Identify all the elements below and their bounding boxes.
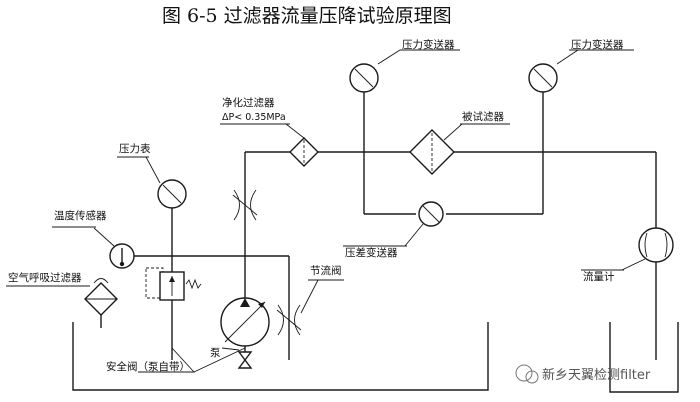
flow-meter-label: 流量计: [583, 270, 615, 283]
flow-meter-icon: [621, 227, 674, 271]
throttle-valve-icon: [276, 279, 319, 336]
diff-pressure-transmitter-icon: [404, 201, 444, 247]
oil-tank: [72, 322, 489, 391]
pressure-transmitter-right-label: 压力变送器: [571, 38, 624, 51]
breather-filter-icon: [84, 278, 118, 328]
throttle-valve-label: 节流阀: [310, 264, 342, 277]
test-filter-label: 被试滤器: [462, 110, 504, 123]
temperature-sensor-icon: [93, 227, 135, 269]
return-tank: [609, 322, 679, 393]
temperature-sensor-label: 温度传感器: [54, 209, 107, 222]
pipeline: [134, 92, 657, 360]
breather-filter-label: 空气呼吸过滤器: [8, 271, 82, 284]
watermark: 新乡天翼检测filter: [515, 364, 651, 384]
clean-filter-icon: [285, 123, 319, 167]
pressure-transmitter-left-label: 压力变送器: [402, 38, 455, 51]
throttle-riser-icon: [232, 189, 258, 221]
relief-valve-label: 安全阀（泵自带）: [106, 360, 190, 373]
relief-valve-icon: [145, 267, 202, 301]
clean-filter-label: 净化过滤器: [222, 96, 275, 109]
pressure-gauge-icon: [145, 156, 187, 209]
pressure-transmitter-right-icon: [528, 49, 579, 93]
diff-pressure-transmitter-label: 压差变送器: [345, 246, 398, 259]
pressure-transmitter-left-icon: [349, 49, 401, 93]
test-filter-icon: [409, 123, 463, 175]
watermark-text: 新乡天翼检测filter: [542, 367, 651, 383]
pump-icon: [220, 297, 270, 369]
pump-label: 泵: [210, 347, 221, 359]
pressure-gauge-label: 压力表: [119, 142, 151, 155]
diagram-title: 图 6-5 过滤器流量压降试验原理图: [162, 5, 452, 27]
clean-filter-spec: ΔP< 0.35MPa: [222, 112, 286, 123]
